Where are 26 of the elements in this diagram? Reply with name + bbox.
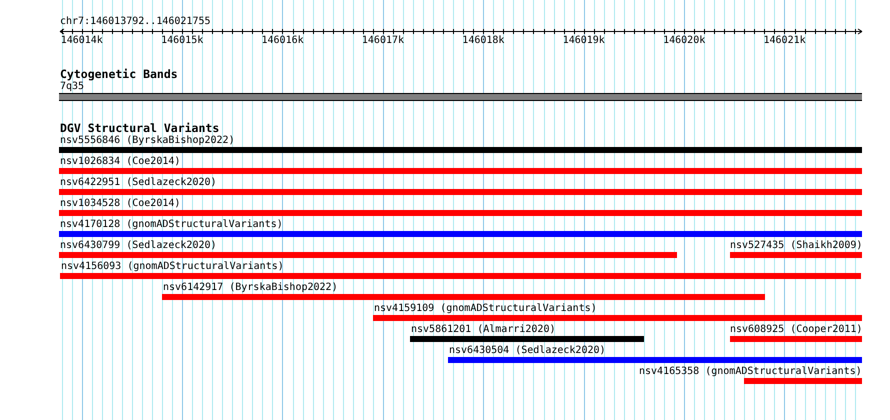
- tick-label: 146016k: [262, 34, 304, 46]
- tick-label: 146019k: [562, 34, 605, 46]
- variant-label: nsv608925 (Cooper2011): [730, 324, 862, 336]
- band-label: 7q35: [60, 80, 84, 92]
- track-heading: DGV Structural Variants: [60, 121, 220, 135]
- tick-label: 146017k: [362, 34, 404, 46]
- tick-label: 146018k: [462, 34, 504, 46]
- tick-label: 146015k: [161, 34, 204, 46]
- variant-label: nsv1034528 (Coe2014): [60, 198, 180, 210]
- variant-label: nsv4165358 (gnomADStructuralVariants): [639, 366, 862, 378]
- variant-label: nsv1026834 (Coe2014): [60, 156, 180, 168]
- variant-label: nsv5556846 (ByrskaBishop2022): [60, 134, 235, 146]
- variant-label: nsv4156093 (gnomADStructuralVariants): [61, 260, 284, 272]
- tick-label: 146020k: [663, 34, 706, 46]
- variant-label: nsv5861201 (Almarri2020): [411, 324, 556, 336]
- variant-label: nsv6430799 (Sedlazeck2020): [60, 240, 217, 252]
- coordinate-label: chr7:146013792..146021755: [60, 16, 211, 28]
- variant-label: nsv4170128 (gnomADStructuralVariants): [60, 218, 283, 230]
- variant-label: nsv6430504 (Sedlazeck2020): [449, 344, 606, 356]
- tick-label: 146014k: [60, 34, 103, 46]
- track-heading: Cytogenetic Bands: [60, 67, 178, 81]
- variant-label: nsv527435 (Shaikh2009): [730, 240, 862, 252]
- variant-label: nsv6422951 (Sedlazeck2020): [60, 176, 217, 188]
- variant-label: nsv4159109 (gnomADStructuralVariants): [374, 302, 597, 314]
- variant-label: nsv6142917 (ByrskaBishop2022): [163, 282, 338, 294]
- tick-label: 146021k: [764, 34, 806, 46]
